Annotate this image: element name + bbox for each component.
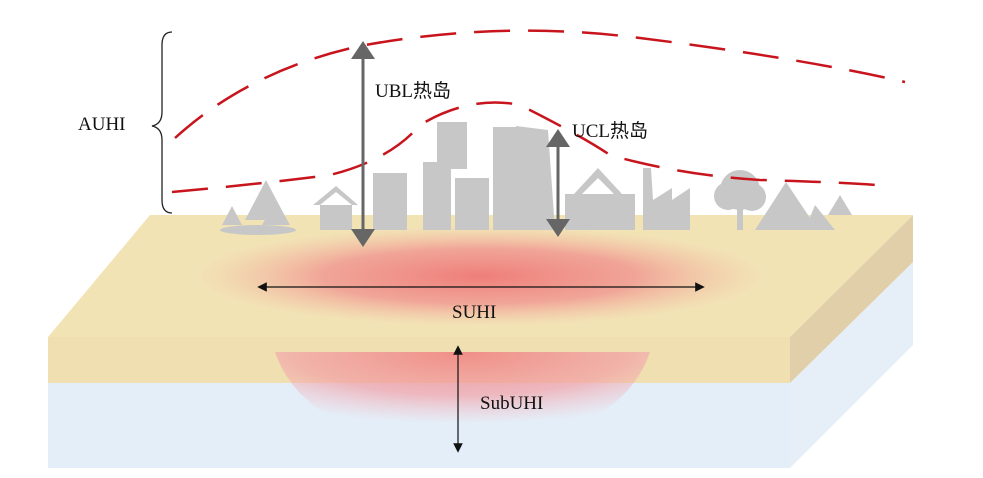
auhi-label: AUHI bbox=[78, 114, 126, 135]
trees-left-icon bbox=[220, 180, 296, 235]
building-icon bbox=[373, 122, 555, 230]
ubl-heat-island-label: UBL热岛 bbox=[375, 81, 452, 102]
house-icon bbox=[313, 186, 358, 230]
surface-side bbox=[790, 215, 913, 383]
ubl-boundary-dashed-line bbox=[174, 29, 906, 139]
mountain-icon bbox=[755, 182, 852, 230]
auhi-brace bbox=[151, 31, 173, 214]
ucl-boundary-dashed-line bbox=[171, 101, 891, 194]
school-icon bbox=[565, 168, 635, 230]
subsurface-side bbox=[790, 262, 913, 468]
suhi-label: SUHI bbox=[452, 302, 497, 323]
subuhi-label: SubUHI bbox=[480, 393, 544, 414]
suhi-heat-zone bbox=[195, 226, 765, 326]
factory-icon bbox=[643, 168, 690, 230]
ucl-heat-island-label: UCL热岛 bbox=[572, 121, 649, 142]
